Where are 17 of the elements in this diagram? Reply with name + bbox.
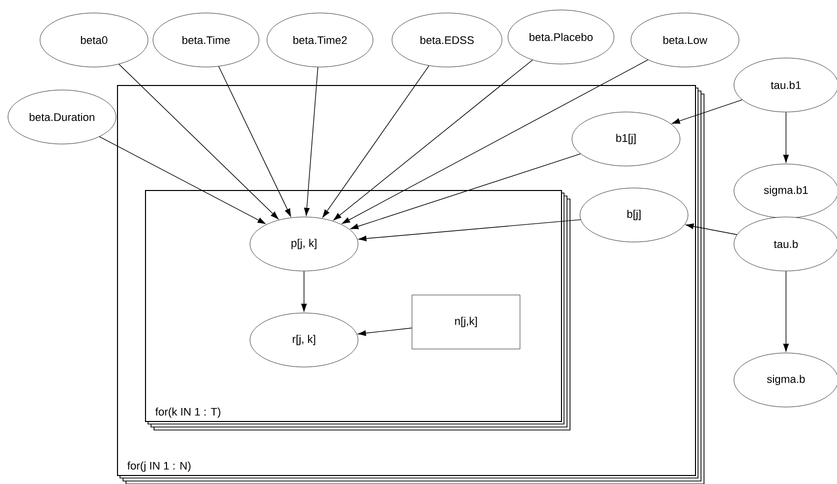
arrow [332, 60, 533, 221]
arrow [684, 223, 738, 235]
arrow [304, 66, 318, 217]
node-label: tau.b [774, 240, 798, 248]
arrow [357, 219, 581, 242]
arrow [118, 64, 280, 220]
arrow [670, 99, 743, 124]
arrow [341, 60, 648, 224]
arrow [783, 112, 789, 164]
arrow [301, 270, 307, 313]
arrow [349, 153, 581, 230]
arrow [356, 328, 412, 336]
arrow [322, 65, 430, 218]
constant-box: n[j,k] [412, 294, 520, 350]
arrow [99, 136, 267, 224]
arrow [218, 66, 292, 218]
arrow [783, 270, 789, 353]
